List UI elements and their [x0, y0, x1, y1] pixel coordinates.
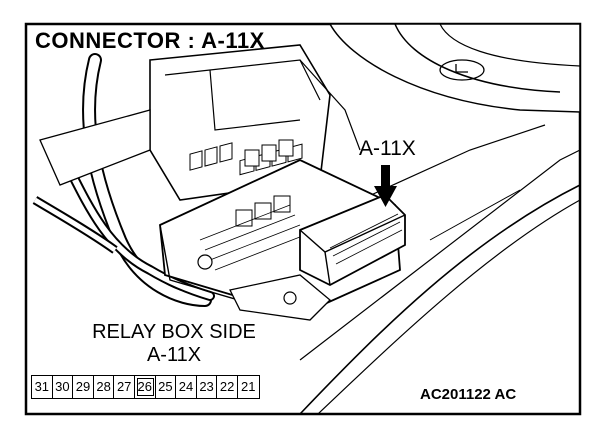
- fender-edge: [299, 184, 581, 415]
- pin-cell: 28: [94, 376, 115, 398]
- pin-cell: 23: [197, 376, 218, 398]
- figure-title: CONNECTOR : A-11X: [35, 28, 265, 53]
- connector-callout-label: A-11X: [359, 137, 416, 160]
- figure-border: [24, 22, 582, 416]
- pin-cell: 25: [156, 376, 177, 398]
- pin-cell: 30: [53, 376, 74, 398]
- pin-cell: 31: [32, 376, 53, 398]
- callout-arrow: [374, 165, 397, 207]
- pin-cell: 24: [176, 376, 197, 398]
- pin-cell: 22: [217, 376, 238, 398]
- pin-cell: 27: [114, 376, 135, 398]
- figure-code: AC201122 AC: [420, 386, 517, 403]
- relay-box-connector-id: A-11X: [146, 344, 202, 366]
- strut-cap: [439, 59, 485, 81]
- relay-box-side-title: RELAY BOX SIDE: [92, 321, 256, 343]
- mount-bracket: [229, 274, 331, 321]
- pin-cell: 29: [73, 376, 94, 398]
- pin-cell: 21: [241, 379, 256, 394]
- strut-tower: [328, 23, 581, 113]
- pin-cell: 26: [135, 376, 156, 398]
